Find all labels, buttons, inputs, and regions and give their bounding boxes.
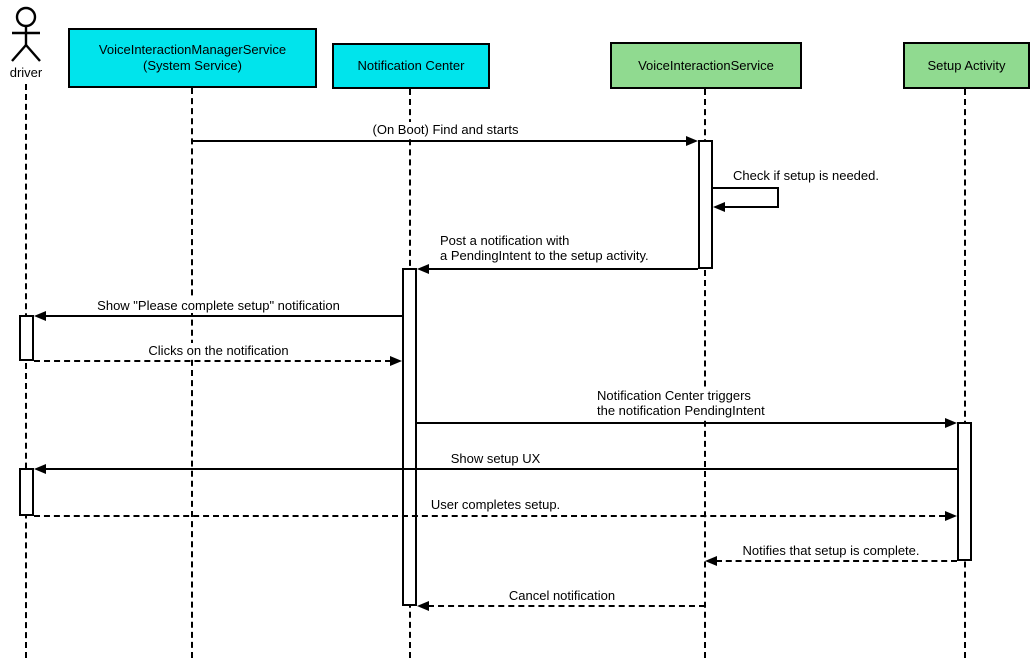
message-check-if-setup-needed-line-top <box>713 187 779 189</box>
actor-icon <box>11 6 41 62</box>
activation-notification-center <box>402 268 417 606</box>
message-show-setup-notification-arrowhead <box>34 311 46 321</box>
message-text: Clicks on the notification <box>148 343 289 358</box>
message-text: Notification Center triggers <box>597 388 751 403</box>
message-text: Show setup UX <box>450 451 541 466</box>
participant-notification-center: Notification Center <box>332 43 490 89</box>
message-clicks-notification-line <box>34 360 391 362</box>
message-clicks-notification-arrowhead <box>390 356 402 366</box>
participant-voice-interaction-service: VoiceInteractionService <box>610 42 802 89</box>
message-triggers-pendingintent-label: Notification Center triggers the notific… <box>594 388 814 418</box>
message-notifies-setup-complete-line <box>716 560 957 562</box>
message-check-if-setup-needed-line-bottom <box>724 206 779 208</box>
message-show-setup-notification-line <box>46 315 403 317</box>
activation-voice-interaction-service <box>698 140 713 269</box>
message-clicks-notification-label: Clicks on the notification <box>34 343 403 358</box>
message-cancel-notification-line <box>428 605 705 607</box>
message-text: a PendingIntent to the setup activity. <box>440 248 649 263</box>
message-show-setup-ux-arrowhead <box>34 464 46 474</box>
participant-label-line: Setup Activity <box>927 57 1006 73</box>
message-cancel-notification-arrowhead <box>417 601 429 611</box>
participant-driver-label: driver <box>2 65 50 80</box>
participant-label-line: VoiceInteractionManagerService <box>98 42 287 57</box>
lifeline-setup-activity <box>964 89 966 658</box>
activation-setup-activity <box>957 422 972 561</box>
message-user-completes-setup-label: User completes setup. <box>34 497 957 512</box>
participant-label-line: VoiceInteractionService <box>638 57 774 73</box>
message-notifies-setup-complete-label: Notifies that setup is complete. <box>705 543 957 558</box>
message-cancel-notification-label: Cancel notification <box>417 588 707 603</box>
message-text: Check if setup is needed. <box>733 168 879 183</box>
message-text: Notifies that setup is complete. <box>742 543 920 558</box>
participant-setup-activity: Setup Activity <box>903 42 1030 89</box>
message-text: User completes setup. <box>430 497 561 512</box>
message-check-if-setup-needed-arrowhead <box>713 202 725 212</box>
message-show-setup-ux-label: Show setup UX <box>34 451 957 466</box>
message-triggers-pendingintent-arrowhead <box>945 418 957 428</box>
message-post-notification-label: Post a notification with a PendingIntent… <box>437 233 682 263</box>
message-on-boot-find-and-starts-line <box>193 140 686 142</box>
message-on-boot-find-and-starts-label: (On Boot) Find and starts <box>193 122 698 137</box>
message-on-boot-find-and-starts-arrowhead <box>686 136 698 146</box>
message-post-notification-arrowhead <box>417 264 429 274</box>
message-post-notification-line <box>429 268 698 270</box>
participant-voice-interaction-manager-service: VoiceInteractionManagerService (System S… <box>68 28 317 88</box>
message-text: (On Boot) Find and starts <box>372 122 519 137</box>
lifeline-driver <box>25 84 27 658</box>
activation-driver-2 <box>19 468 34 516</box>
participant-label-line: Notification Center <box>357 58 465 73</box>
message-user-completes-setup-line <box>34 515 945 517</box>
message-text: Show "Please complete setup" notificatio… <box>97 298 340 313</box>
message-check-if-setup-needed-line-return <box>777 187 779 208</box>
message-text: Post a notification with <box>440 233 570 248</box>
message-triggers-pendingintent-line <box>417 422 946 424</box>
message-text: Cancel notification <box>508 588 616 603</box>
lifeline-voice-interaction-manager-service <box>191 88 193 658</box>
activation-driver-1 <box>19 315 34 361</box>
message-text: the notification PendingIntent <box>597 403 765 418</box>
message-show-setup-notification-label: Show "Please complete setup" notificatio… <box>34 298 403 313</box>
message-check-if-setup-needed-label: Check if setup is needed. <box>730 168 930 183</box>
participant-label-line: (System Service) <box>143 58 242 73</box>
lifeline-voice-interaction-service <box>704 89 706 658</box>
participant-driver: driver <box>2 5 50 80</box>
message-notifies-setup-complete-arrowhead <box>705 556 717 566</box>
message-user-completes-setup-arrowhead <box>945 511 957 521</box>
message-show-setup-ux-line <box>46 468 957 470</box>
